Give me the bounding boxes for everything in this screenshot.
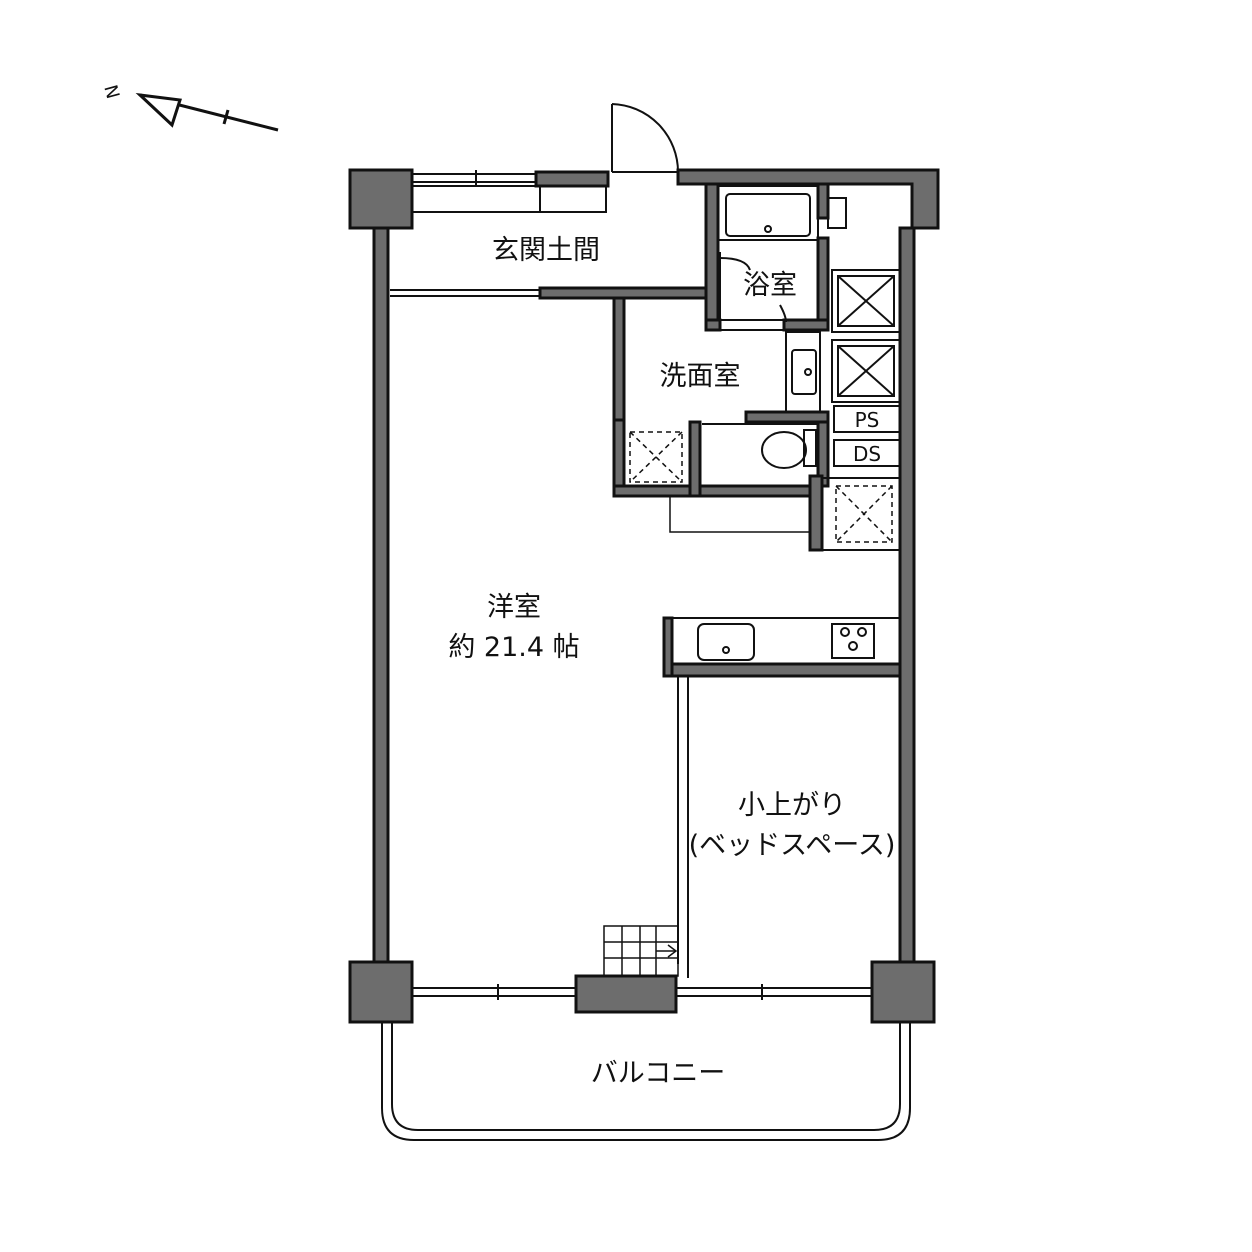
entrance-step <box>390 289 540 297</box>
entrance-door[interactable] <box>611 103 679 173</box>
room-label-washroom: 洗面室 <box>660 361 741 392</box>
bathtub <box>717 185 847 323</box>
room-label-loft-sub: (ベッドスペース) <box>689 830 896 861</box>
storage-area <box>669 496 810 533</box>
kitchen <box>671 617 901 665</box>
ds-box <box>833 439 901 467</box>
toilet <box>702 423 818 469</box>
room-label-bath: 浴室 <box>743 270 797 301</box>
ds-label: DS <box>853 442 881 466</box>
shafts <box>831 269 901 467</box>
room-area-western: 約 21.4 帖 <box>448 632 579 663</box>
balcony-windows <box>412 984 872 1000</box>
entrance-window <box>411 170 678 213</box>
ps-label: PS <box>855 408 880 432</box>
loft-steps <box>603 925 679 977</box>
loft-divider <box>677 676 689 978</box>
room-label-entrance: 玄関土間 <box>492 235 600 266</box>
washer-space <box>629 431 683 483</box>
balcony-railing <box>381 1020 911 1141</box>
compass: N <box>99 83 279 132</box>
room-label-western: 洋室 <box>487 592 541 623</box>
wash-basin <box>785 331 821 413</box>
ps-box <box>833 405 901 433</box>
room-label-balcony: バルコニー <box>591 1058 725 1089</box>
north-label: N <box>99 83 123 101</box>
walls <box>348 168 940 1024</box>
room-label-loft: 小上がり <box>738 790 846 821</box>
